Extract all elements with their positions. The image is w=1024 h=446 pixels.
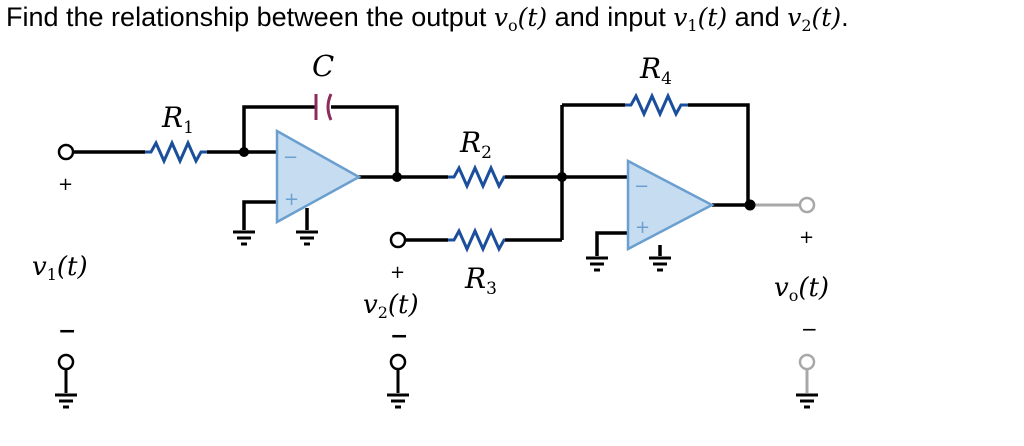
opamp2-inverting-sign: − (634, 176, 649, 197)
input1-symbol: v1(t) (673, 3, 728, 35)
junction-nodes (239, 147, 756, 211)
terminal-v1-bottom (57, 353, 75, 371)
ground-icon (296, 230, 318, 246)
label-c: C (312, 49, 334, 83)
node-c (557, 172, 567, 182)
terminal-vo-bottom (798, 353, 816, 371)
wire-feedback-right (331, 105, 399, 177)
question-prefix: Find the relationship between the output (6, 2, 494, 32)
label-r1: R1 (161, 101, 194, 138)
node-output (744, 199, 756, 211)
question-suffix: . (841, 2, 849, 32)
question-middle: and input (547, 2, 674, 32)
output-symbol: vo(t) (493, 3, 548, 35)
ground-symbols (55, 230, 818, 409)
resistor-r2 (448, 164, 506, 190)
terminals (57, 143, 816, 371)
vo-minus-sign: − (801, 317, 818, 341)
v2-plus-sign: + (390, 262, 405, 283)
terminal-v2-top (389, 231, 407, 249)
ground-icon (55, 393, 77, 409)
wires (72, 103, 750, 256)
node-a (239, 147, 249, 157)
label-r2: R2 (459, 126, 492, 163)
resistor-r3 (448, 227, 506, 253)
label-vo: vo(t) (774, 273, 829, 305)
label-r3: R3 (464, 262, 497, 299)
opamp1-inverting-sign: − (283, 147, 298, 168)
opamp-1: − + (275, 128, 362, 225)
opamp2-noninverting-sign: + (635, 217, 650, 238)
node-b (392, 172, 402, 182)
vo-plus-sign: + (799, 227, 814, 248)
wire-r4-right (688, 103, 750, 205)
v1-plus-sign: + (58, 174, 73, 195)
input2-symbol: v2(t) (787, 3, 842, 35)
wire-feedback-left (242, 105, 316, 152)
opamp-2: − + (626, 158, 715, 252)
terminal-v1-top (57, 143, 75, 161)
resistor-r4 (625, 92, 688, 118)
label-v1: v1(t) (32, 252, 88, 284)
wire-op1-noninv-gnd (242, 200, 277, 230)
ground-icon (233, 230, 255, 246)
capacitor-c (314, 93, 333, 121)
terminal-v2-bottom (389, 353, 407, 371)
terminal-vo-top (798, 196, 816, 214)
question-and: and (727, 2, 788, 32)
label-v2: v2(t) (363, 290, 419, 322)
opamp1-noninverting-sign: + (284, 189, 299, 210)
ground-icon (649, 256, 671, 272)
ground-icon (586, 256, 608, 272)
resistor-r1 (145, 139, 207, 165)
wire-op2-noninv-gnd (595, 231, 628, 256)
label-r4: R4 (639, 52, 672, 89)
question-text: Find the relationship between the output… (6, 2, 849, 35)
v1-minus-sign: − (58, 319, 76, 344)
v2-minus-sign: − (390, 324, 408, 349)
ground-icon (387, 393, 409, 409)
ground-icon (796, 393, 818, 409)
